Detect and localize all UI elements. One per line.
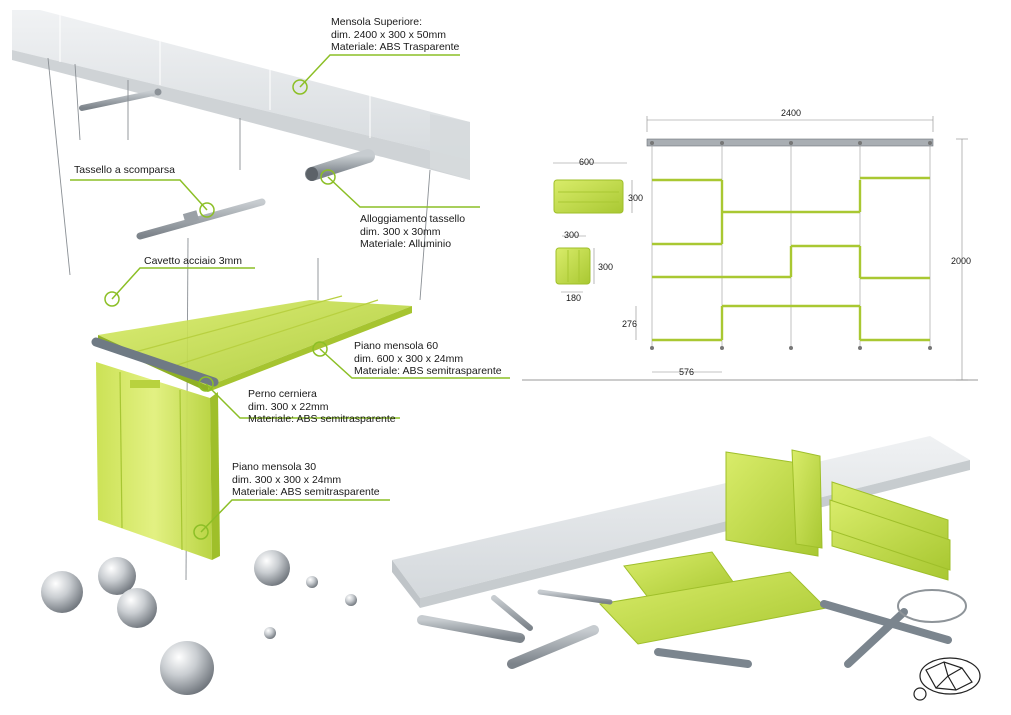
dim-total-width: 2400 <box>781 108 802 118</box>
callout-hidden-dowel: Tassello a scomparsa <box>74 164 175 177</box>
callout-shelf-60-line-1: Piano mensola 60 <box>354 340 439 352</box>
callout-dowel-housing-line-2: dim. 300 x 30mm <box>360 225 441 238</box>
callout-top-shelf: Mensola Superiore: dim. 2400 x 300 x 50m… <box>331 16 459 54</box>
dowel-rod-upper <box>79 88 162 111</box>
callout-shelf-30-line-3: Materiale: ABS semitrasparente <box>232 486 380 498</box>
dim-total-height: 2000 <box>951 256 972 266</box>
callout-top-shelf-line-3: Materiale: ABS Trasparente <box>331 41 460 53</box>
dim-col-576: 576 <box>679 367 695 377</box>
dim-module-300-width: 300 <box>564 230 580 240</box>
callout-steel-cable-line-1: Cavetto acciaio 3mm <box>144 255 243 267</box>
dim-module-600: 600 <box>579 157 595 167</box>
callout-shelf-30-line-1: Piano mensola 30 <box>232 461 317 473</box>
callout-shelf-60-line-3: Materiale: ABS semitrasparente <box>354 365 502 377</box>
callout-steel-cable: Cavetto acciaio 3mm <box>144 255 242 268</box>
callout-hinge-pin-line-3: Materiale: ABS semitrasparente <box>248 413 396 425</box>
turtle-logo-icon <box>913 657 981 701</box>
shelf-60-illustration <box>91 295 412 392</box>
callout-leaders <box>70 54 510 540</box>
dim-module-600-height: 300 <box>628 193 644 203</box>
callout-hinge-pin-line-2: dim. 300 x 22mm <box>248 400 329 413</box>
steel-balls <box>41 550 357 695</box>
callout-top-shelf-line-1: Mensola Superiore: <box>331 16 423 28</box>
dim-module-300-height: 300 <box>598 262 614 272</box>
dim-row-276: 276 <box>622 319 638 329</box>
callout-shelf-30: Piano mensola 30 dim. 300 x 300 x 24mm M… <box>232 461 380 499</box>
dim-module-180: 180 <box>566 293 582 303</box>
callout-shelf-30-line-2: dim. 300 x 300 x 24mm <box>232 473 342 486</box>
callout-dowel-housing-line-1: Alloggiamento tassello <box>360 213 466 225</box>
shelf-30-illustration <box>96 362 220 560</box>
callout-shelf-60: Piano mensola 60 dim. 600 x 300 x 24mm M… <box>354 340 502 378</box>
top-shelf-illustration <box>12 10 470 180</box>
callout-hidden-dowel-line-1: Tassello a scomparsa <box>74 164 175 176</box>
callout-shelf-60-line-2: dim. 600 x 300 x 24mm <box>354 352 464 365</box>
callout-dowel-housing-line-3: Materiale: Alluminio <box>360 238 452 250</box>
disassembled-kit-illustration <box>392 436 970 669</box>
callout-hinge-pin-line-1: Perno cerniera <box>248 388 317 400</box>
callout-dowel-housing: Alloggiamento tassello dim. 300 x 30mm M… <box>360 213 465 251</box>
callout-top-shelf-line-2: dim. 2400 x 300 x 50mm <box>331 28 446 41</box>
hidden-dowel-rod <box>136 198 266 240</box>
dowel-housing-illustration <box>305 149 375 181</box>
technical-front-view <box>522 116 978 381</box>
callout-hinge-pin: Perno cerniera dim. 300 x 22mm Materiale… <box>248 388 396 426</box>
